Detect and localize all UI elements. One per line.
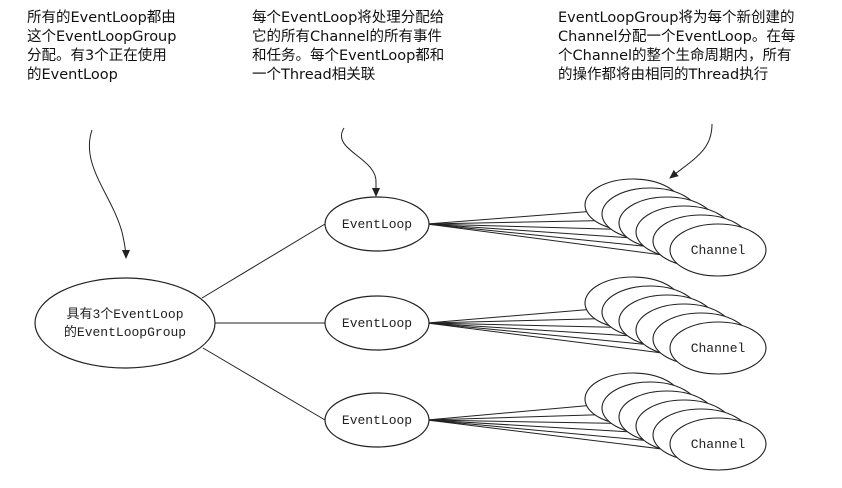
eventloop-to-channel-line — [426, 405, 590, 421]
annotation-line: 一个Thread相关联 — [252, 67, 376, 83]
eventloop-node: EventLoop — [324, 196, 430, 252]
eventloop-ellipse — [324, 295, 430, 351]
annotation-line: 所有的EventLoop都由 — [27, 10, 176, 26]
eventloop-to-channel-line — [426, 322, 641, 337]
group-to-eventloop-line — [202, 347, 326, 421]
connector-lines — [201, 211, 675, 451]
channel-annotation: EventLoopGroup将为每个新创建的 Channel分配一个EventL… — [558, 9, 795, 85]
eventloop-group-ellipse — [34, 277, 216, 369]
channel-ellipse-front — [669, 223, 767, 277]
annotation-line: Channel分配一个EventLoop。在每 — [558, 29, 796, 45]
eventloop-to-channel-line — [426, 211, 590, 225]
eventloop-ellipse — [324, 392, 430, 448]
eventloop-node: EventLoop — [324, 295, 430, 351]
channel-ellipse-front — [669, 321, 767, 375]
channel-label: Channel — [691, 243, 746, 258]
annotation-line: 的操作都将由相同的Thread执行 — [558, 67, 769, 83]
channel-note-arrow — [669, 123, 713, 179]
eventloop-ellipse — [324, 196, 430, 252]
eventloop-to-channel-line — [426, 223, 675, 257]
eventloop-to-channel-line — [426, 322, 624, 328]
annotation-line: 这个EventLoopGroup — [27, 29, 177, 45]
eventloop-group-node: 具有3个EventLoop 的EventLoopGroup — [34, 277, 216, 369]
annotation-line: 每个EventLoop将处理分配给 — [252, 10, 445, 26]
channel-ellipse-front — [669, 417, 767, 471]
eventloop-note-arrow — [341, 127, 380, 197]
eventloop-to-channel-line — [426, 322, 675, 355]
eventloop-to-channel-line — [426, 223, 658, 248]
group-to-eventloop-line — [201, 223, 326, 299]
eventloop-to-channel-line — [426, 309, 590, 324]
eventloop-to-channel-line — [426, 414, 607, 421]
channel-label: Channel — [691, 341, 746, 356]
annotation-line: 个Channel的整个生命周期内，所有 — [558, 48, 792, 64]
eventloop-label: EventLoop — [342, 413, 412, 428]
annotation-line: EventLoopGroup将为每个新创建的 — [558, 10, 795, 26]
eventloop-to-channel-line — [426, 220, 607, 225]
eventloop-annotation: 每个EventLoop将处理分配给 它的所有Channel的所有事件 和任务。每… — [252, 9, 444, 85]
group-annotation: 所有的EventLoop都由 这个EventLoopGroup 分配。有3个正在… — [27, 9, 176, 85]
annotation-line: 它的所有Channel的所有事件 — [252, 29, 443, 45]
eventloop-to-channel-line — [426, 318, 607, 324]
group-note-arrow — [88, 129, 130, 259]
eventloop-node: EventLoop — [324, 392, 430, 448]
eventloop-to-channel-line — [426, 322, 658, 346]
eventloop-to-channel-line — [426, 419, 624, 424]
eventloop-to-channel-line — [426, 223, 641, 239]
annotation-line: 和任务。每个EventLoop都和 — [252, 48, 445, 64]
eventloop-to-channel-line — [426, 223, 624, 230]
eventloop-label: EventLoop — [342, 217, 412, 232]
channel-label: Channel — [691, 437, 746, 452]
eventloop-to-channel-line — [426, 419, 675, 451]
eventloop-to-channel-line — [426, 419, 641, 433]
eventloop-group-label-line-1: 具有3个EventLoop — [66, 307, 183, 322]
eventloop-group-label-line-2: 的EventLoopGroup — [64, 324, 186, 340]
eventloop-to-channel-line — [426, 419, 658, 442]
annotation-line: 的EventLoop — [27, 67, 118, 83]
eventloop-label: EventLoop — [342, 316, 412, 331]
annotation-line: 分配。有3个正在使用 — [27, 48, 167, 64]
